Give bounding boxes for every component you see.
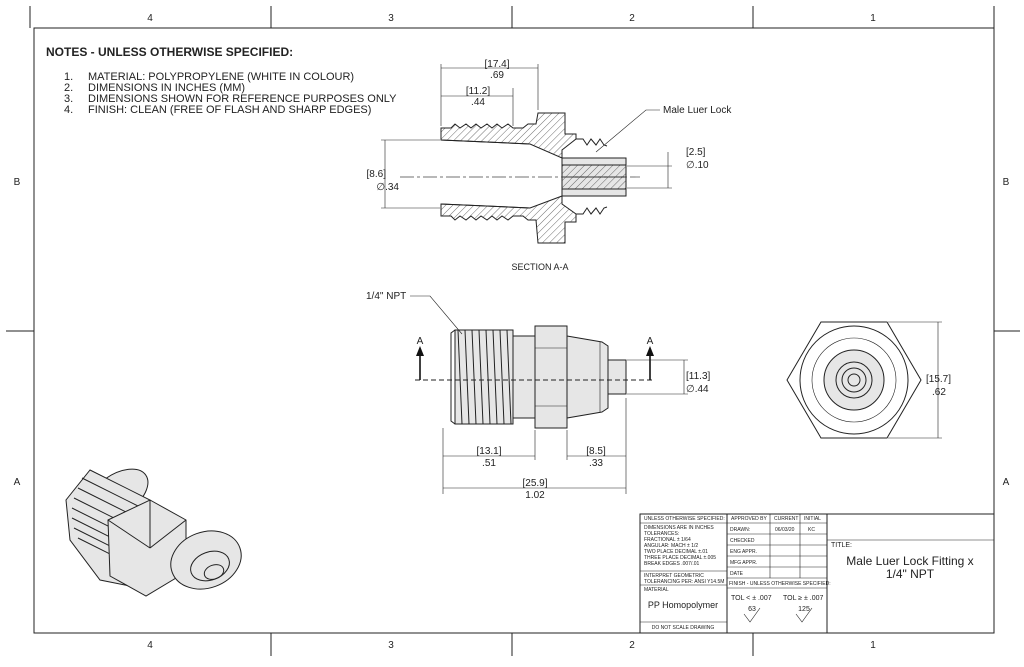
dim-side-luer-len-in: .33 <box>589 458 603 469</box>
drawing-title-line-2: 1/4" NPT <box>886 567 935 581</box>
side-hex <box>534 325 568 429</box>
end-view: [15.7] .62 <box>786 321 951 439</box>
zone-bottom-3: 3 <box>388 640 394 651</box>
roughness-right: 125 <box>798 606 810 613</box>
iso-hex <box>107 499 187 597</box>
note-1-text: MATERIAL: POLYPROPYLENE (WHITE IN COLOUR… <box>88 71 354 83</box>
section-marker-left: A <box>417 336 424 347</box>
approval-checked-label: CHECKED <box>730 538 755 544</box>
material-value: PP Homopolymer <box>648 600 718 610</box>
dim-section-overall-mm: [17.4] <box>484 59 509 70</box>
note-2-number: 2. <box>64 82 73 94</box>
title-block: UNLESS OTHERWISE SPECIFIED: DIMENSIONS A… <box>639 513 995 634</box>
side-luer-tip <box>607 359 627 395</box>
dim-section-bore-in: ∅.34 <box>376 182 399 193</box>
dim-section-tip-in: ∅.10 <box>686 160 709 171</box>
approval-drawn-initial: KC <box>808 527 815 533</box>
approval-date-label: DATE <box>730 571 744 577</box>
dim-side-overall-in: 1.02 <box>525 490 545 501</box>
dim-end-hex-in: .62 <box>932 387 946 398</box>
title-label: TITLE: <box>831 542 852 549</box>
zone-bottom-2: 2 <box>629 640 635 651</box>
section-lower-wall <box>440 195 577 244</box>
note-4-text: FINISH: CLEAN (FREE OF FLASH AND SHARP E… <box>88 104 371 116</box>
zone-top-1: 1 <box>870 13 876 24</box>
isometric-view <box>65 468 242 597</box>
finish-label: FINISH - UNLESS OTHERWISE SPECIFIED: <box>729 581 831 587</box>
dim-section-thread-in: .44 <box>471 97 485 108</box>
dim-section-overall-in: .69 <box>490 70 504 81</box>
zone-top-3: 3 <box>388 13 394 24</box>
note-2-text: DIMENSIONS IN INCHES (MM) <box>88 82 245 94</box>
drawing-title-line-1: Male Luer Lock Fitting x <box>846 554 973 568</box>
approval-drawn-date: 06/03/20 <box>775 527 795 533</box>
spec-line-1: UNLESS OTHERWISE SPECIFIED: <box>644 516 725 522</box>
roughness-left-symbol <box>743 607 761 623</box>
side-luer-body <box>566 335 609 419</box>
approval-eng-label: ENG APPR. <box>730 549 757 555</box>
section-luer-threads <box>576 138 608 215</box>
zone-bottom-4: 4 <box>147 640 153 651</box>
tol-left: TOL < ± .007 <box>731 595 772 602</box>
roughness-left: 63 <box>748 606 756 613</box>
zone-top-2: 2 <box>629 13 635 24</box>
dim-side-overall-mm: [25.9] <box>522 478 547 489</box>
spec-line-7: THREE PLACE DECIMAL ±.005 <box>644 555 716 561</box>
zone-right-b: B <box>1003 177 1010 188</box>
spec-line-6: TWO PLACE DECIMAL ±.01 <box>644 549 708 555</box>
dim-side-dia-in: ∅.44 <box>686 384 709 395</box>
spec-line-3: TOLERANCES: <box>644 531 679 537</box>
dim-side-thread-len-mm: [13.1] <box>476 446 501 457</box>
roughness-right-symbol <box>795 607 813 623</box>
dim-section-tip-mm: [2.5] <box>686 147 706 158</box>
zone-right-a: A <box>1003 477 1010 488</box>
approval-drawn-label: DRAWN: <box>730 527 750 533</box>
dim-side-luer-len-mm: [8.5] <box>586 446 606 457</box>
dim-section-thread-mm: [11.2] <box>466 86 490 97</box>
callout-npt: 1/4" NPT <box>366 291 406 302</box>
note-3-number: 3. <box>64 93 73 105</box>
material-label: MATERIAL <box>644 587 669 593</box>
section-label: SECTION A-A <box>511 262 568 272</box>
note-1-number: 1. <box>64 71 73 83</box>
side-thread-lines <box>457 329 512 425</box>
sheet-frame <box>6 6 1020 656</box>
side-thread-body <box>454 329 514 425</box>
notes-block: NOTES - UNLESS OTHERWISE SPECIFIED: 1. M… <box>46 45 397 116</box>
zone-left-b: B <box>14 177 21 188</box>
dim-side-thread-len-in: .51 <box>482 458 496 469</box>
side-view: A A 1/4" NPT [11.3] ∅.44 [13.1] .51 [8.5… <box>366 291 710 501</box>
zone-top-4: 4 <box>147 13 153 24</box>
section-marker-right: A <box>647 336 654 347</box>
approvals-header-current: CURRENT <box>774 516 798 522</box>
approval-mfg-label: MFG APPR. <box>730 560 757 566</box>
dim-section-bore-mm: [8.6] <box>367 169 387 180</box>
zone-labels: 4 3 2 1 4 3 2 1 B A B A <box>14 13 1010 651</box>
callout-male-luer-lock: Male Luer Lock <box>663 105 732 116</box>
spec-line-4: FRACTIONAL ± 1/64 <box>644 537 691 543</box>
end-hex <box>786 321 922 439</box>
approvals-header-initial: INITIAL <box>804 516 821 522</box>
spec-line-2: DIMENSIONS ARE IN INCHES <box>644 525 714 531</box>
interpret-line-2: TOLERANCING PER: ANSI Y14.5M <box>644 579 724 585</box>
dim-end-hex-mm: [15.7] <box>926 374 951 385</box>
zone-bottom-1: 1 <box>870 640 876 651</box>
approvals-header-approved: APPROVED BY <box>731 516 768 522</box>
spec-line-5: ANGULAR: MACH ± 1/2 <box>644 543 698 549</box>
interpret-line-1: INTERPRET GEOMETRIC <box>644 573 704 579</box>
section-view: [17.4] .69 [11.2] .44 [8.6] ∅.34 [2.5] ∅… <box>367 59 733 272</box>
zone-left-a: A <box>14 477 21 488</box>
note-4-number: 4. <box>64 104 73 116</box>
section-upper-wall <box>440 112 577 159</box>
dim-side-dia-mm: [11.3] <box>686 371 710 382</box>
tol-right: TOL ≥ ± .007 <box>783 595 823 602</box>
do-not-scale: DO NOT SCALE DRAWING <box>652 625 715 631</box>
notes-heading: NOTES - UNLESS OTHERWISE SPECIFIED: <box>46 45 293 59</box>
note-3-text: DIMENSIONS SHOWN FOR REFERENCE PURPOSES … <box>88 93 397 105</box>
spec-line-8: BREAK EDGES .007/.01 <box>644 561 700 567</box>
